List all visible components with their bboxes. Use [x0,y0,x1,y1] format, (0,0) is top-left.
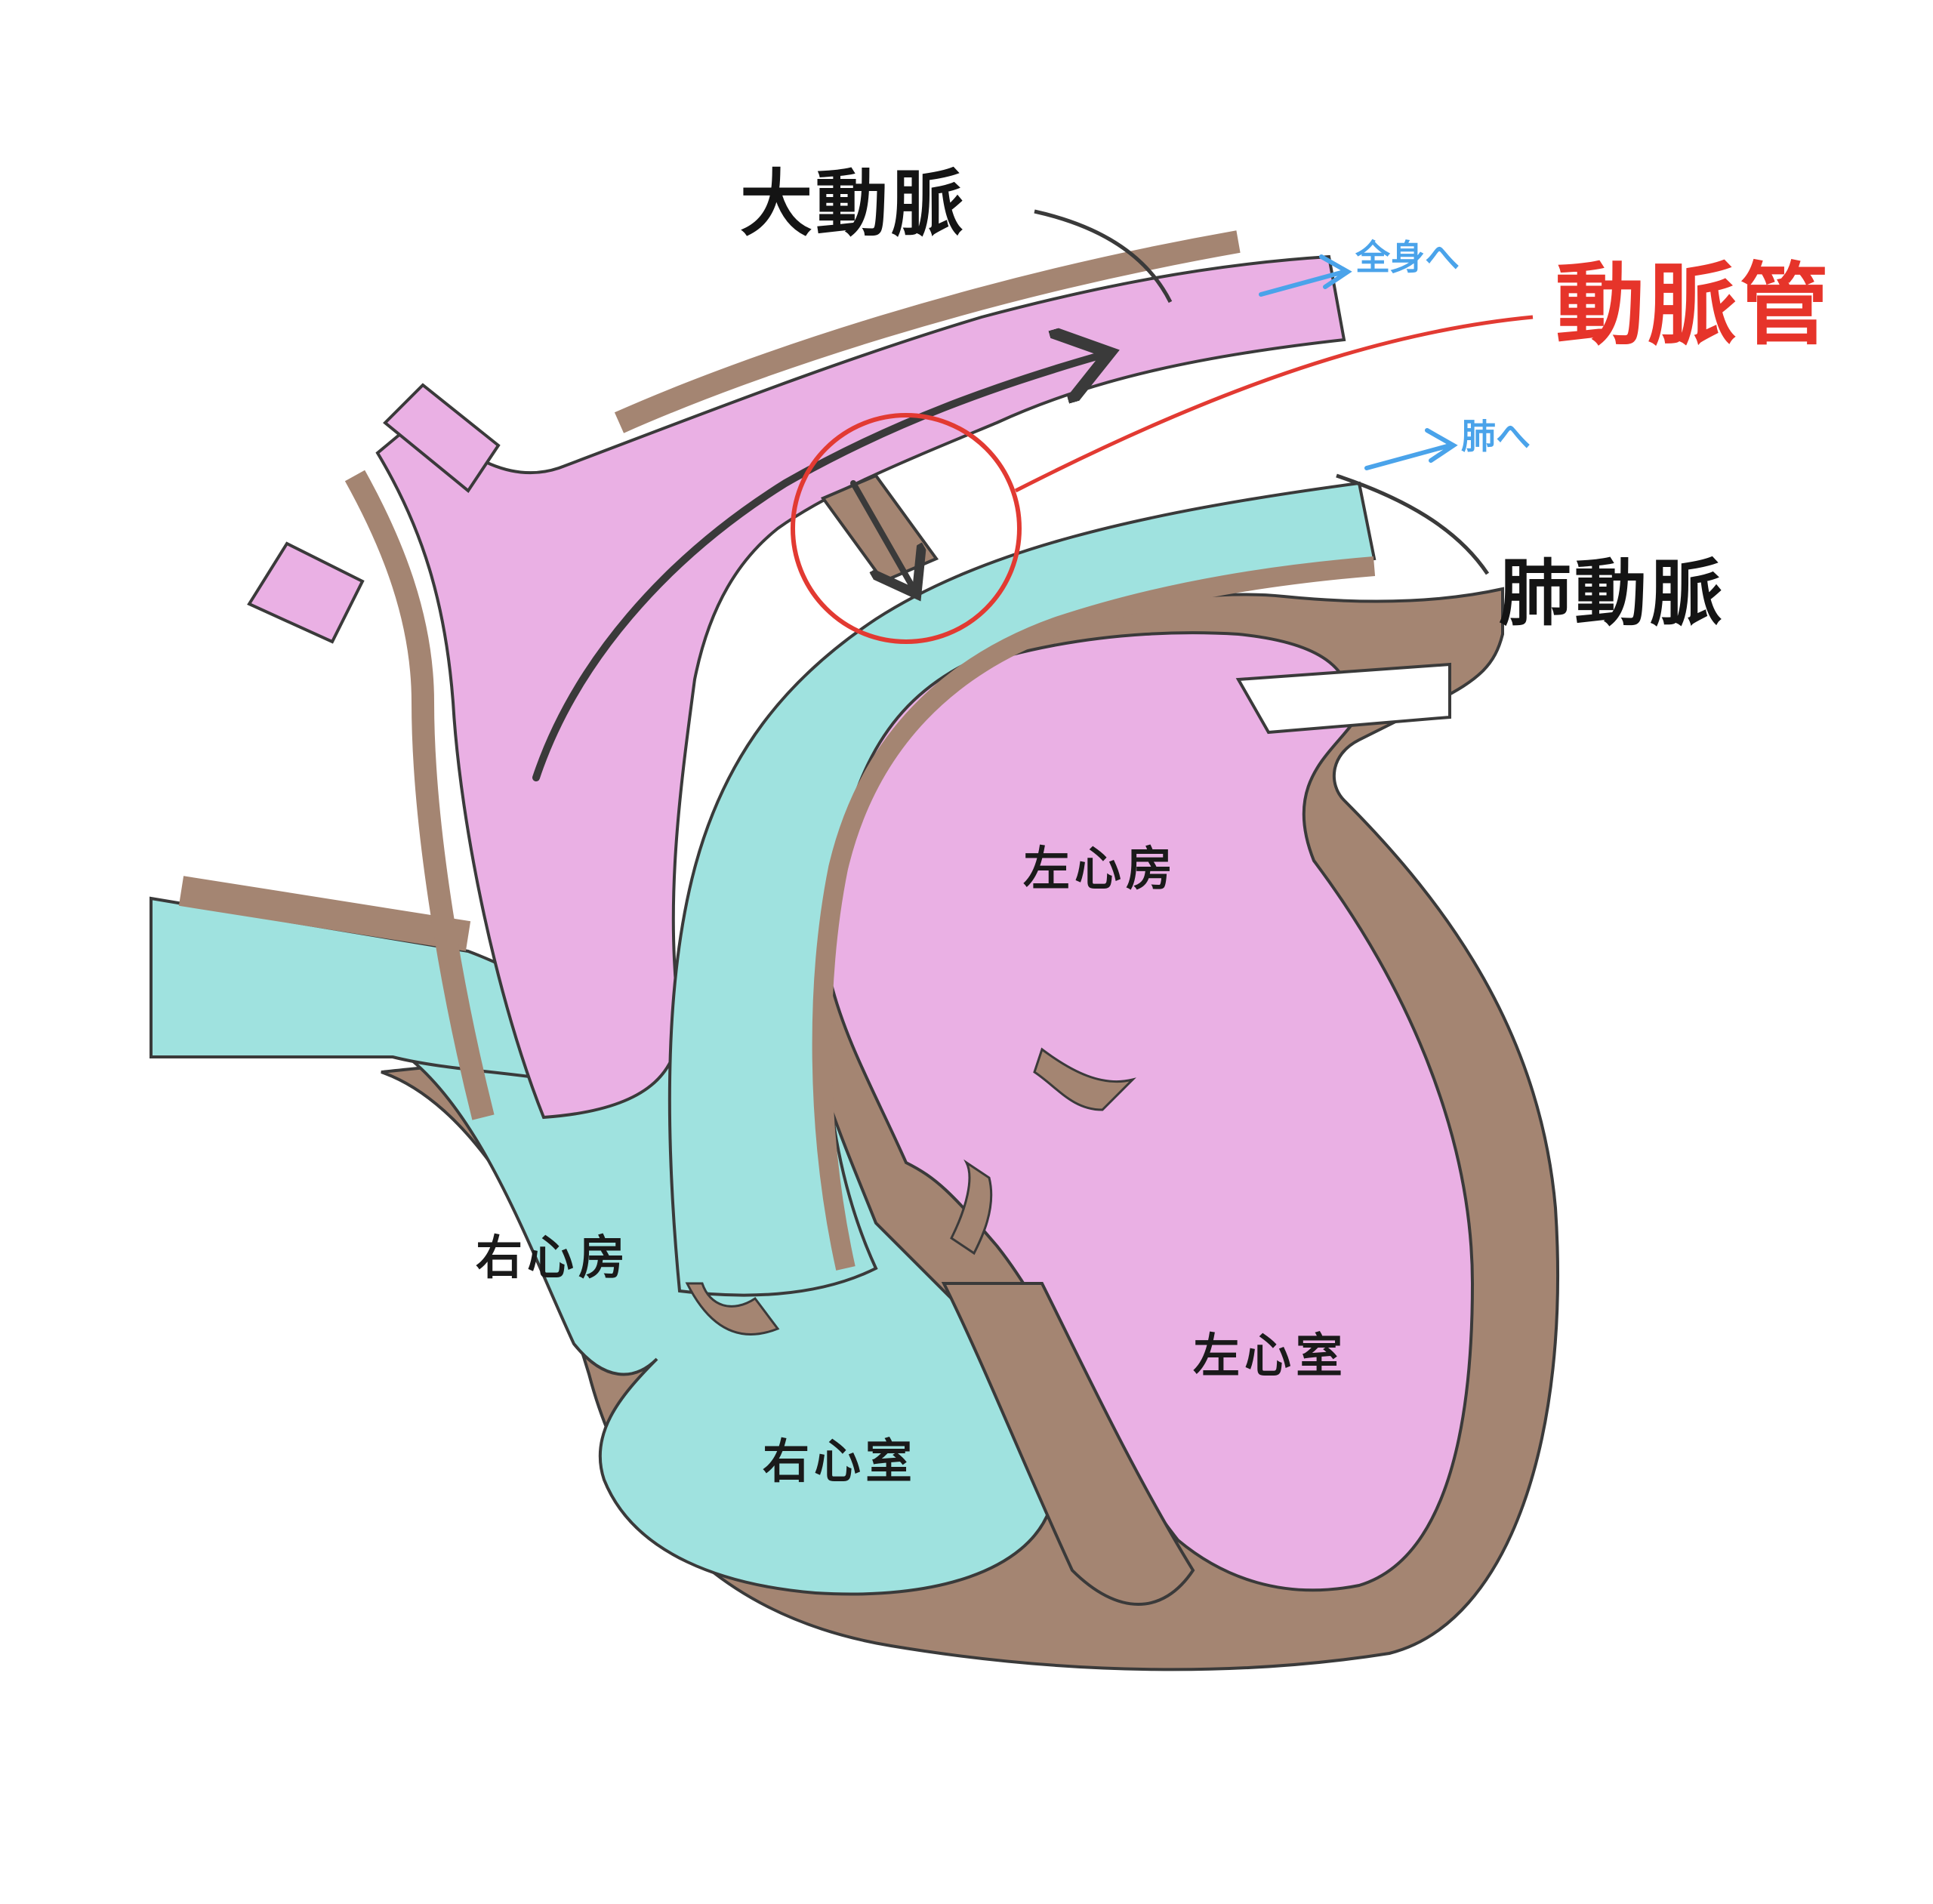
to-body-label: 全身へ [1355,237,1460,278]
ductus-leader-line [1014,315,1534,493]
ductus-shunt-arrow [850,480,914,589]
right-ventricle-label: 右心室 [763,1434,917,1489]
aortic-branch-upper [383,383,501,493]
right-atrium-label: 右心房 [476,1230,630,1285]
ductus-highlight-circle [791,413,1022,644]
to-lungs-label: 肺へ [1461,416,1531,457]
aortic-flow-arrow [532,355,1102,781]
pulmonary-artery-wall [812,556,1376,1271]
tricuspid-valve [685,1282,780,1336]
to-body-arrow [1259,254,1352,297]
ductus-arteriosus-label: 動脈管 [1555,253,1833,357]
pulmonary-artery-label: 肺動脈 [1499,551,1725,636]
aortic-branch-left [247,541,365,644]
left-atrium-label: 左心房 [1023,841,1178,896]
aorta-outer-wall [344,230,1241,1120]
aorta-label: 大動脈 [740,162,966,246]
vena-cava-wall [178,876,471,951]
mitral-valve [950,1159,993,1255]
to-lungs-arrow [1364,428,1458,470]
aorta-leader-line [1034,209,1173,303]
aorta-tube [375,254,1346,1120]
aortic-valve [1033,1047,1136,1111]
pulmonary-vein-stub [1235,662,1451,735]
interventricular-septum [941,1282,1195,1606]
left-ventricle-label: 左心室 [1193,1328,1348,1383]
pulmonary-leader-line [1336,473,1490,575]
